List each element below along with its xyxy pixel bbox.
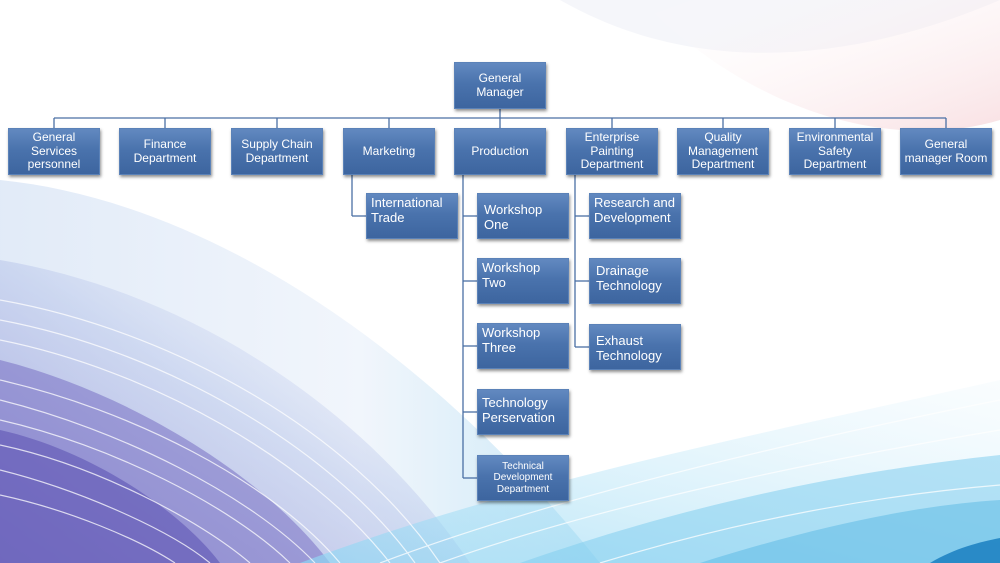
node-label: General Manager — [476, 71, 524, 99]
marketing-node: Marketing — [343, 128, 435, 175]
finance-department-node: Finance Department — [119, 128, 211, 175]
node-label: General Services personnel — [27, 130, 81, 172]
node-label: Environmental Safety Department — [796, 130, 874, 172]
exhaust-technology-node: Exhaust Technology — [589, 324, 681, 370]
node-label: Research and Development — [594, 195, 675, 225]
workshop-three-node: Workshop Three — [477, 323, 569, 369]
general-manager-room-node: General manager Room — [900, 128, 992, 175]
workshop-one-node: Workshop One — [477, 193, 569, 239]
environmental-safety-node: Environmental Safety Department — [789, 128, 881, 175]
node-label: Supply Chain Department — [241, 137, 313, 165]
technical-development-node: Technical Development Department — [477, 455, 569, 501]
supply-chain-node: Supply Chain Department — [231, 128, 323, 175]
node-label: Quality Management Department — [687, 130, 759, 172]
international-trade-node: International Trade — [366, 193, 458, 239]
workshop-two-node: Workshop Two — [477, 258, 569, 304]
node-label: Workshop Three — [482, 325, 541, 355]
node-label: Enterprise Painting Department — [580, 130, 644, 172]
node-label: International Trade — [371, 195, 443, 225]
general-manager-node: General Manager — [454, 62, 546, 109]
node-label: Workshop Two — [482, 260, 541, 290]
drainage-technology-node: Drainage Technology — [589, 258, 681, 304]
node-label: Technical Development Department — [493, 461, 553, 495]
node-label: Exhaust Technology — [596, 333, 662, 363]
general-services-node: General Services personnel — [8, 128, 100, 175]
node-label: Workshop One — [484, 202, 543, 232]
node-label: Production — [471, 143, 529, 158]
enterprise-painting-node: Enterprise Painting Department — [566, 128, 658, 175]
research-development-node: Research and Development — [589, 193, 681, 239]
technology-perservation-node: Technology Perservation — [477, 389, 569, 435]
node-label: Technology Perservation — [482, 395, 555, 425]
quality-management-node: Quality Management Department — [677, 128, 769, 175]
node-label: Finance Department — [133, 137, 197, 165]
node-label: Drainage Technology — [596, 263, 662, 293]
node-label: Marketing — [362, 143, 416, 158]
node-label: General manager Room — [904, 137, 988, 165]
production-node: Production — [454, 128, 546, 175]
